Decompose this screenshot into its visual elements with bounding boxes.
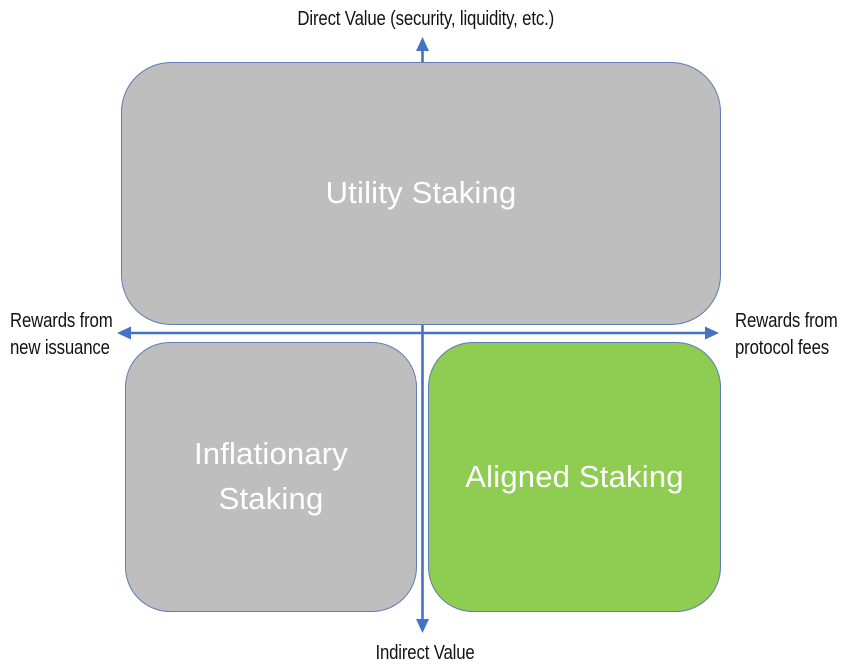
indirect-value-axis-label: Indirect Value — [0, 640, 851, 667]
up-arrowhead-icon — [416, 37, 429, 51]
new-issuance-axis-label: Rewards from new issuance — [10, 308, 132, 362]
utility-staking-box: Utility Staking — [121, 62, 721, 325]
protocol-fees-axis-label-line1: Rewards from — [735, 310, 838, 332]
new-issuance-axis-label-line1: Rewards from — [10, 310, 113, 332]
protocol-fees-axis-label: Rewards from protocol fees — [735, 308, 851, 362]
utility-staking-label: Utility Staking — [325, 175, 517, 211]
inflationary-staking-label: Inflationary Staking — [193, 436, 349, 516]
protocol-fees-axis-label-line2: protocol fees — [735, 337, 830, 359]
aligned-staking-box: Aligned Staking — [428, 342, 721, 612]
right-arrowhead-icon — [705, 326, 719, 340]
aligned-staking-label: Aligned Staking — [465, 458, 684, 494]
inflationary-staking-box: Inflationary Staking — [125, 342, 417, 612]
down-arrowhead-icon — [416, 619, 429, 633]
indirect-value-axis-label-text: Indirect Value — [375, 642, 476, 664]
direct-value-axis-label-text: Direct Value (security, liquidity, etc.) — [297, 8, 554, 30]
direct-value-axis-label: Direct Value (security, liquidity, etc.) — [0, 6, 851, 33]
new-issuance-axis-label-line2: new issuance — [10, 337, 110, 359]
